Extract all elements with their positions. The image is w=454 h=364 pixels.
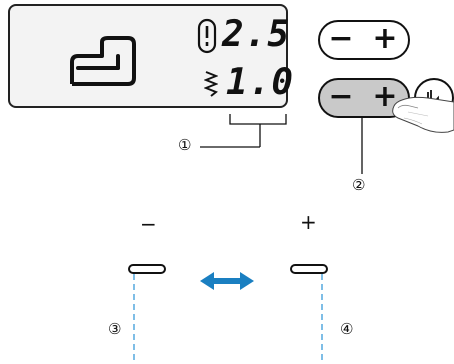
guide-lines	[133, 274, 323, 364]
narrow-stitch-slot	[128, 264, 166, 274]
minus-sign: −	[140, 212, 157, 236]
callout-3: ③	[108, 320, 122, 338]
stitch-length-minus-button[interactable]: −	[328, 21, 354, 56]
stitch-width-value: 1.0	[226, 62, 295, 103]
stitch-length-icon	[197, 18, 217, 54]
callout-4: ④	[340, 320, 354, 338]
callout-1: ①	[178, 136, 192, 154]
callout-2: ②	[352, 176, 366, 194]
double-arrow-icon	[200, 272, 254, 290]
zigzag-width-icon	[204, 71, 218, 97]
stitch-pattern-icon	[70, 36, 136, 86]
stitch-length-plus-button[interactable]: +	[372, 21, 398, 56]
value-bracket	[200, 114, 287, 148]
wide-stitch-slot	[290, 264, 328, 274]
plus-sign: +	[300, 210, 317, 234]
finger-icon	[392, 96, 454, 133]
stitch-width-minus-button[interactable]: −	[328, 79, 354, 114]
callout-2-leader	[361, 116, 363, 174]
stitch-length-button-group	[318, 20, 410, 60]
lcd-display	[8, 4, 288, 108]
stitch-length-value: 2.5	[222, 14, 291, 55]
